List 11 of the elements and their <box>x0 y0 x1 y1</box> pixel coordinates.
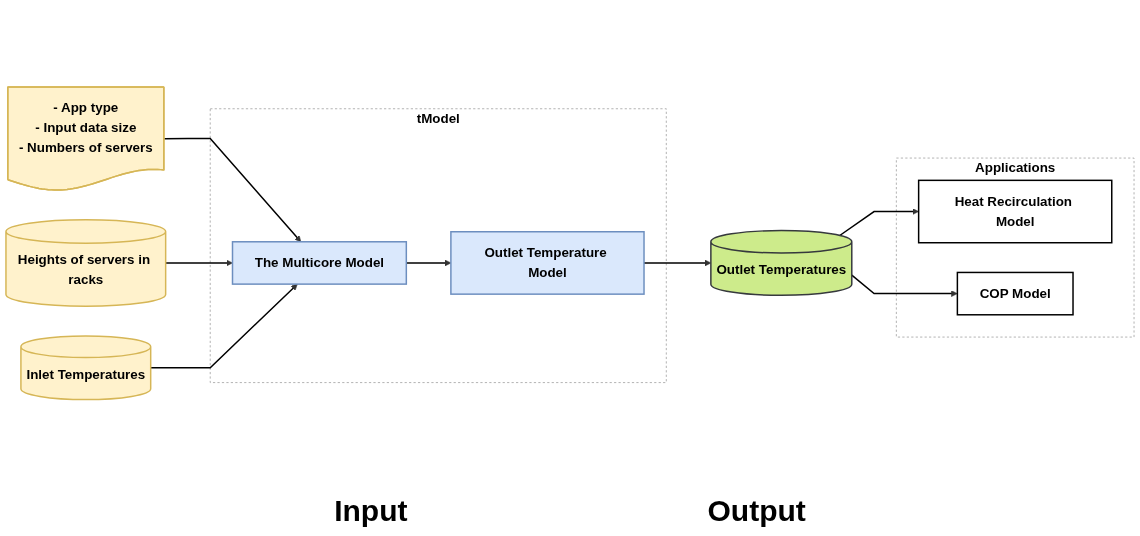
node-box: Outlet Temperature Model <box>450 230 645 295</box>
arrow <box>163 137 302 242</box>
arrow <box>149 283 298 369</box>
node-box: Heat Recirculation Model <box>917 179 1113 244</box>
node-box: COP Model <box>956 271 1074 316</box>
column-heading: Output <box>707 494 806 528</box>
column-heading: Input <box>334 494 408 528</box>
node-box: The Multicore Model <box>231 240 408 285</box>
arrow <box>164 259 233 266</box>
arrow <box>851 274 958 297</box>
arrow <box>839 208 919 236</box>
